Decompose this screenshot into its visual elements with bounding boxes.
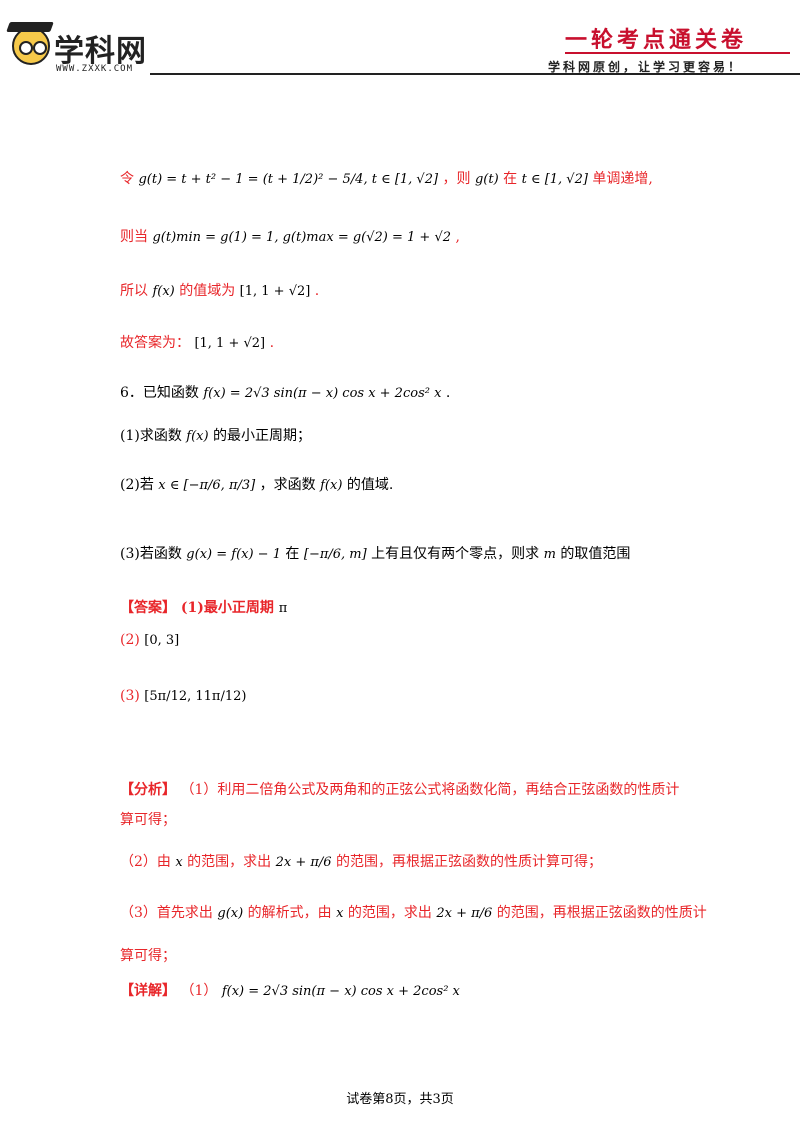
text: 的范围，再根据正弦函数的性质计算可得； <box>336 854 603 870</box>
text: （1） <box>180 983 218 999</box>
text: 上有且仅有两个零点，则求 <box>371 546 540 562</box>
header-rule <box>150 73 800 75</box>
math-expression: g(t)min = g(1) = 1, g(t)max = g(√2) = 1 … <box>152 230 452 245</box>
logo-url: WWW.ZXXK.COM <box>56 64 134 74</box>
answer-tag: 【答案】 <box>120 600 176 616</box>
text: ，则 <box>442 171 471 187</box>
solution-line-1: 令 g(t) = t + t² − 1 = (t + 1/2)² − 5/4, … <box>120 168 653 188</box>
text: , <box>455 229 460 245</box>
text: 则当 <box>120 229 148 245</box>
math-expression: t ∈ [1, √2] <box>521 172 588 187</box>
solution-line-3: 所以 f(x) 的值域为 [1, 1 + √2] . <box>120 280 319 300</box>
text: 6．已知函数 <box>120 385 199 401</box>
answer-line-2: (2) [0, 3] <box>120 632 179 648</box>
logo-cap-icon <box>6 22 54 32</box>
math-expression: g(x) = f(x) − 1 <box>186 547 281 562</box>
math-expression: [1, 1 + √2] <box>194 336 266 351</box>
analysis-line-2: （2）由 x 的范围，求出 2x + π/6 的范围，再根据正弦函数的性质计算可… <box>120 851 602 871</box>
text: ，求函数 <box>259 477 316 493</box>
text: (2)若 <box>120 477 154 493</box>
problem-6-q1: (1)求函数 f(x) 的最小正周期； <box>120 425 311 445</box>
text: 所以 <box>120 283 148 299</box>
detail-line-1: 【详解】 （1） f(x) = 2√3 sin(π − x) cos x + 2… <box>120 980 460 1000</box>
detail-tag: 【详解】 <box>120 983 176 999</box>
math-expression: x <box>175 855 183 870</box>
text: (3)若函数 <box>120 546 182 562</box>
header-slogan: 学科网原创，让学习更容易！ <box>548 60 744 74</box>
text: （2）由 <box>120 854 171 870</box>
math-expression: [1, 1 + √2] <box>239 284 311 299</box>
text: (3) <box>120 688 140 704</box>
math-expression: 2x + π/6 <box>275 855 332 870</box>
analysis-line-3: （3）首先求出 g(x) 的解析式，由 x 的范围，求出 2x + π/6 的范… <box>120 902 707 922</box>
text: 的范围，求出 <box>187 854 272 870</box>
text: 的取值范围 <box>560 546 631 562</box>
text: 令 <box>120 171 134 187</box>
logo-eye-icon <box>33 41 47 55</box>
math-expression: g(t) = t + t² − 1 = (t + 1/2)² − 5/4, t … <box>138 172 439 187</box>
text: (2) <box>120 632 140 648</box>
analysis-tag: 【分析】 <box>120 782 176 798</box>
answer-line-1: 【答案】 (1)最小正周期 π <box>120 597 287 617</box>
math-expression: f(x) = 2√3 sin(π − x) cos x + 2cos² x <box>203 386 442 401</box>
math-expression: x ∈ [−π/6, π/3] <box>158 478 256 493</box>
math-expression: f(x) <box>320 478 343 493</box>
math-expression: g(x) <box>217 906 244 921</box>
text: (1)最小正周期 <box>180 600 274 616</box>
math-expression: [5π/12, 11π/12) <box>144 689 247 704</box>
math-expression: f(x) <box>152 284 175 299</box>
math-expression: x <box>336 906 344 921</box>
problem-6-q2: (2)若 x ∈ [−π/6, π/3] ，求函数 f(x) 的值域. <box>120 474 393 494</box>
header-title-underline <box>565 52 790 54</box>
math-expression: f(x) <box>186 429 209 444</box>
problem-6-stem: 6．已知函数 f(x) = 2√3 sin(π − x) cos x + 2co… <box>120 382 450 402</box>
problem-6-q3: (3)若函数 g(x) = f(x) − 1 在 [−π/6, m] 上有且仅有… <box>120 543 630 563</box>
math-expression: [−π/6, m] <box>303 547 367 562</box>
text: . <box>269 335 275 351</box>
math-expression: g(t) <box>474 172 499 187</box>
text: . <box>314 283 320 299</box>
text: 单调递增, <box>592 171 653 187</box>
math-expression: f(x) = 2√3 sin(π − x) cos x + 2cos² x <box>221 984 460 999</box>
header-title: 一轮考点通关卷 <box>565 27 748 53</box>
math-expression: π <box>278 601 288 616</box>
text: 故答案为： <box>120 335 190 351</box>
logo-text: 学科网 <box>54 34 147 69</box>
logo-eye-icon <box>19 41 33 55</box>
text: 在 <box>503 171 518 187</box>
analysis-line-1b: 算可得； <box>120 809 176 829</box>
text: 在 <box>285 546 300 562</box>
math-expression: m <box>543 547 556 562</box>
text: 的值域为 <box>179 283 236 299</box>
answer-line-3: (3) [5π/12, 11π/12) <box>120 688 246 704</box>
math-expression: 2x + π/6 <box>436 906 493 921</box>
analysis-line-3b: 算可得； <box>120 945 176 965</box>
text: （3）首先求出 <box>120 905 213 921</box>
page-footer: 试卷第8页，共3页 <box>346 1092 454 1107</box>
text: （1）利用二倍角公式及两角和的正弦公式将函数化简，再结合正弦函数的性质计 <box>180 782 680 798</box>
text: 的解析式，由 <box>247 905 332 921</box>
text: 的值域. <box>346 477 394 493</box>
solution-line-4: 故答案为： [1, 1 + √2] . <box>120 332 274 352</box>
text: 算可得； <box>120 948 176 964</box>
math-expression: [0, 3] <box>144 633 180 648</box>
solution-line-2: 则当 g(t)min = g(1) = 1, g(t)max = g(√2) =… <box>120 226 460 246</box>
text: 的范围，求出 <box>347 905 432 921</box>
text: 的范围，再根据正弦函数的性质计 <box>496 905 707 921</box>
text: 算可得； <box>120 812 176 828</box>
text: (1)求函数 <box>120 428 182 444</box>
text: 的最小正周期； <box>213 428 312 444</box>
text: . <box>445 385 451 401</box>
logo-mascot-icon <box>12 27 50 65</box>
analysis-line-1: 【分析】 （1）利用二倍角公式及两角和的正弦公式将函数化简，再结合正弦函数的性质… <box>120 779 679 799</box>
